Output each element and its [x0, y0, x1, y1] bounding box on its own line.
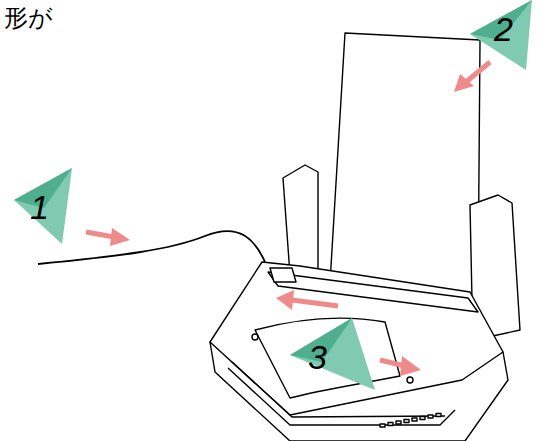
button — [396, 421, 401, 424]
direction-arrows — [86, 62, 490, 376]
callout-number: 2 — [494, 12, 513, 46]
paper-support — [283, 165, 318, 275]
paper-slot — [268, 272, 478, 312]
indicator — [252, 334, 258, 340]
cover-panel — [255, 318, 400, 398]
heading-fragment: 形が — [4, 6, 53, 30]
button — [420, 417, 425, 420]
power-cable — [38, 231, 265, 264]
button — [436, 414, 441, 417]
button — [388, 423, 393, 426]
callout-number: 1 — [30, 190, 49, 224]
callout-triangles — [14, 0, 532, 390]
paper-guide — [270, 268, 296, 282]
button — [380, 424, 385, 427]
button-row — [380, 414, 441, 428]
callout-number: 3 — [308, 340, 327, 374]
indicator — [407, 377, 413, 383]
paper-sheet — [330, 33, 480, 300]
button — [412, 418, 417, 421]
button — [428, 415, 433, 418]
button — [404, 420, 409, 423]
